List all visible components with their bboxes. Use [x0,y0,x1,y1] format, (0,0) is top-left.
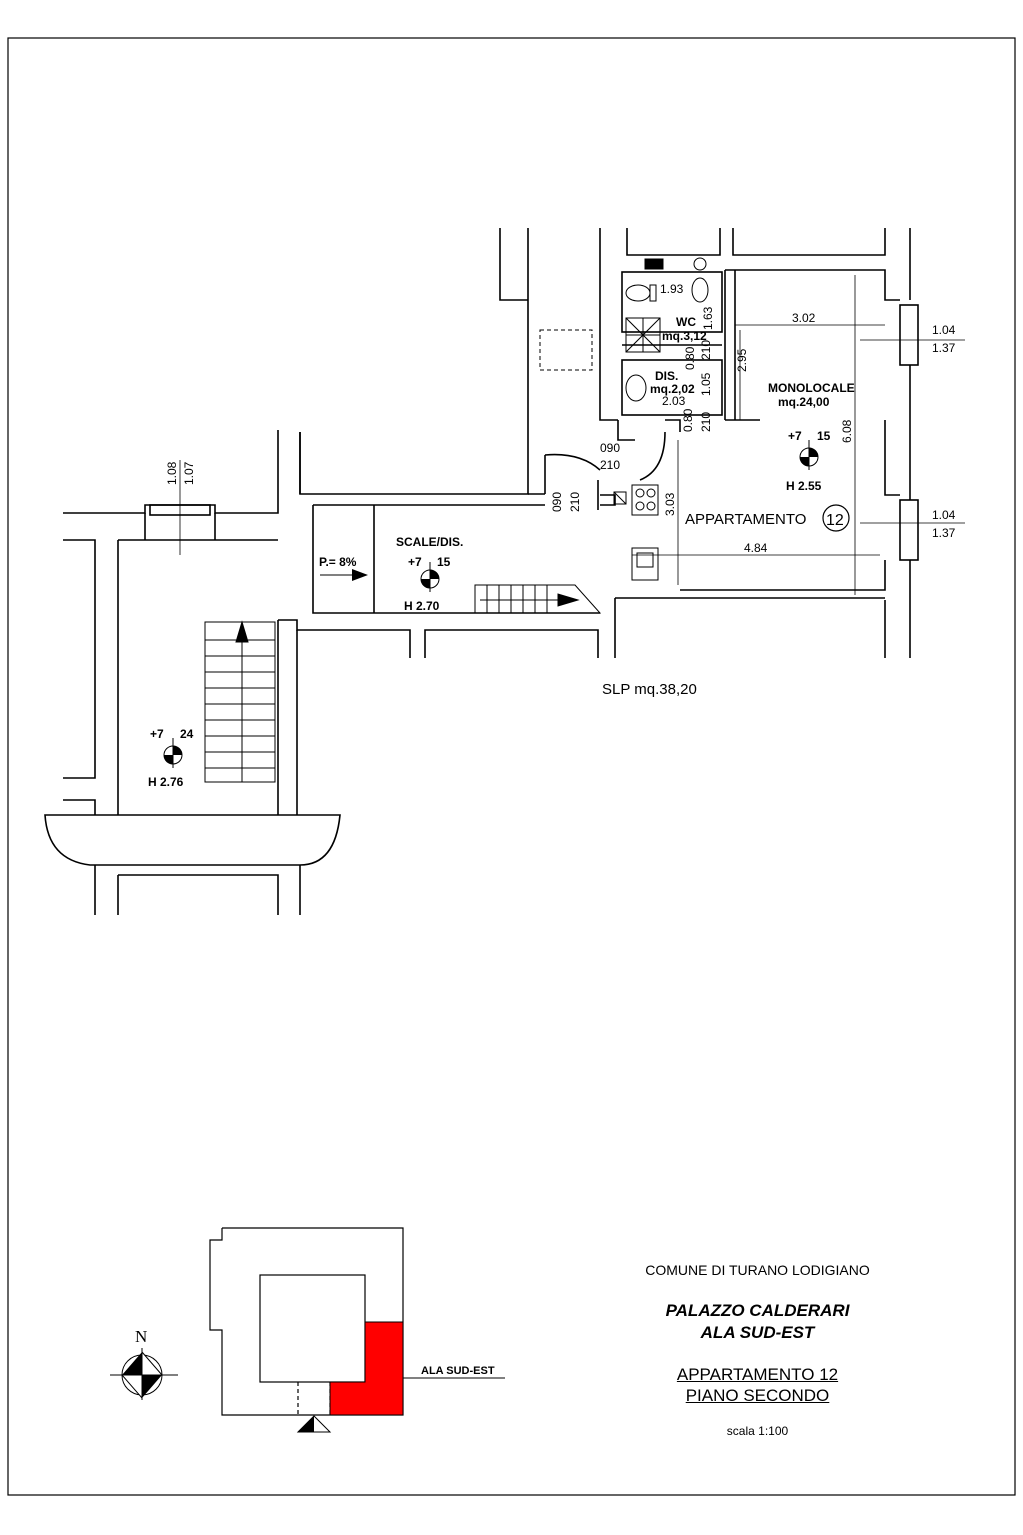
stair-left [204,620,276,783]
dim-0-80-a: 0.80 [683,346,697,370]
wc-name: WC [676,315,696,329]
ramp-arrow [320,569,368,581]
level-marker-landing [163,738,183,768]
walls [44,228,919,915]
skylight-outline [539,329,593,371]
monolocale-level: +7 [788,429,802,443]
north-arrow-icon [110,1348,178,1400]
dim-1-04-a: 1.04 [932,323,956,337]
dim-4-84: 4.84 [744,541,768,555]
door-1-height: 210 [600,458,620,472]
dim-1-93: 1.93 [660,282,684,296]
apartment-number-circle [822,504,850,532]
slp-total: SLP mq.38,20 [602,681,697,698]
dim-1-63: 1.63 [701,306,715,330]
monolocale-height: H 2.55 [786,479,822,493]
dim-0-80-b: 0.80 [681,408,695,432]
sheet-frame [7,37,1016,1496]
building-name-line2: ALA SUD-EST [700,1323,815,1342]
north-label: N [135,1327,147,1346]
dim-210-b: 210 [699,412,713,432]
dis-area: mq.2,02 [650,382,695,396]
dim-3-02: 3.02 [792,311,816,325]
key-plan-wing-label: ALA SUD-EST [421,1365,495,1377]
scale-dis-height: H 2.70 [404,599,440,613]
dim-1-05: 1.05 [699,372,713,396]
dis-name: DIS. [655,369,678,383]
landing-level-sub: 24 [180,727,194,741]
building-name: PALAZZO CALDERARI ALA SUD-EST [600,1300,915,1344]
fixtures [613,257,709,581]
door-2-width: 090 [550,492,564,512]
entrance-triangle-icon [296,1415,332,1433]
monolocale-name: MONOLOCALE [768,381,855,395]
apartment-info: APPARTAMENTO 12 PIANO SECONDO [600,1364,915,1406]
scale-dis-name: SCALE/DIS. [396,535,463,549]
door-1-width: 090 [600,441,620,455]
level-marker-scale [420,562,440,592]
appartamento-label: APPARTAMENTO [685,511,806,528]
monolocale-area: mq.24,00 [778,395,830,409]
dim-1-07: 1.07 [182,461,196,485]
ramp-slope: P.= 8% [319,555,357,569]
landing-height: H 2.76 [148,775,184,789]
dim-1-37-b: 1.37 [932,526,956,540]
building-name-line1: PALAZZO CALDERARI [665,1301,850,1320]
dim-1-08: 1.08 [165,461,179,485]
wc-area: mq.3,12 [662,329,707,343]
dim-1-04-b: 1.04 [932,508,956,522]
dim-6-08: 6.08 [840,419,854,443]
dim-3-03: 3.03 [663,492,677,516]
dim-1-37-a: 1.37 [932,341,956,355]
comune-name: COMUNE DI TURANO LODIGIANO [645,1262,870,1278]
apartment-id: APPARTAMENTO 12 [676,1365,839,1384]
level-marker-monolocale [799,440,819,470]
title-block: COMUNE DI TURANO LODIGIANO PALAZZO CALDE… [600,1262,915,1438]
stair-right [474,584,602,614]
scale-dis-level-sub: 15 [437,555,451,569]
door-2-height: 210 [568,492,582,512]
dim-2-95: 2.95 [735,348,749,372]
drawing-scale: scala 1:100 [726,1424,789,1438]
floor-name: PIANO SECONDO [685,1386,830,1405]
landing-level: +7 [150,727,164,741]
appartamento-number: 12 [826,512,844,529]
dim-2-03: 2.03 [662,394,686,408]
scale-dis-level: +7 [408,555,422,569]
key-plan-highlight-wing [329,1321,404,1416]
monolocale-level-sub: 15 [817,429,831,443]
dim-210-a: 210 [699,340,713,360]
dimension-lines [179,275,965,595]
